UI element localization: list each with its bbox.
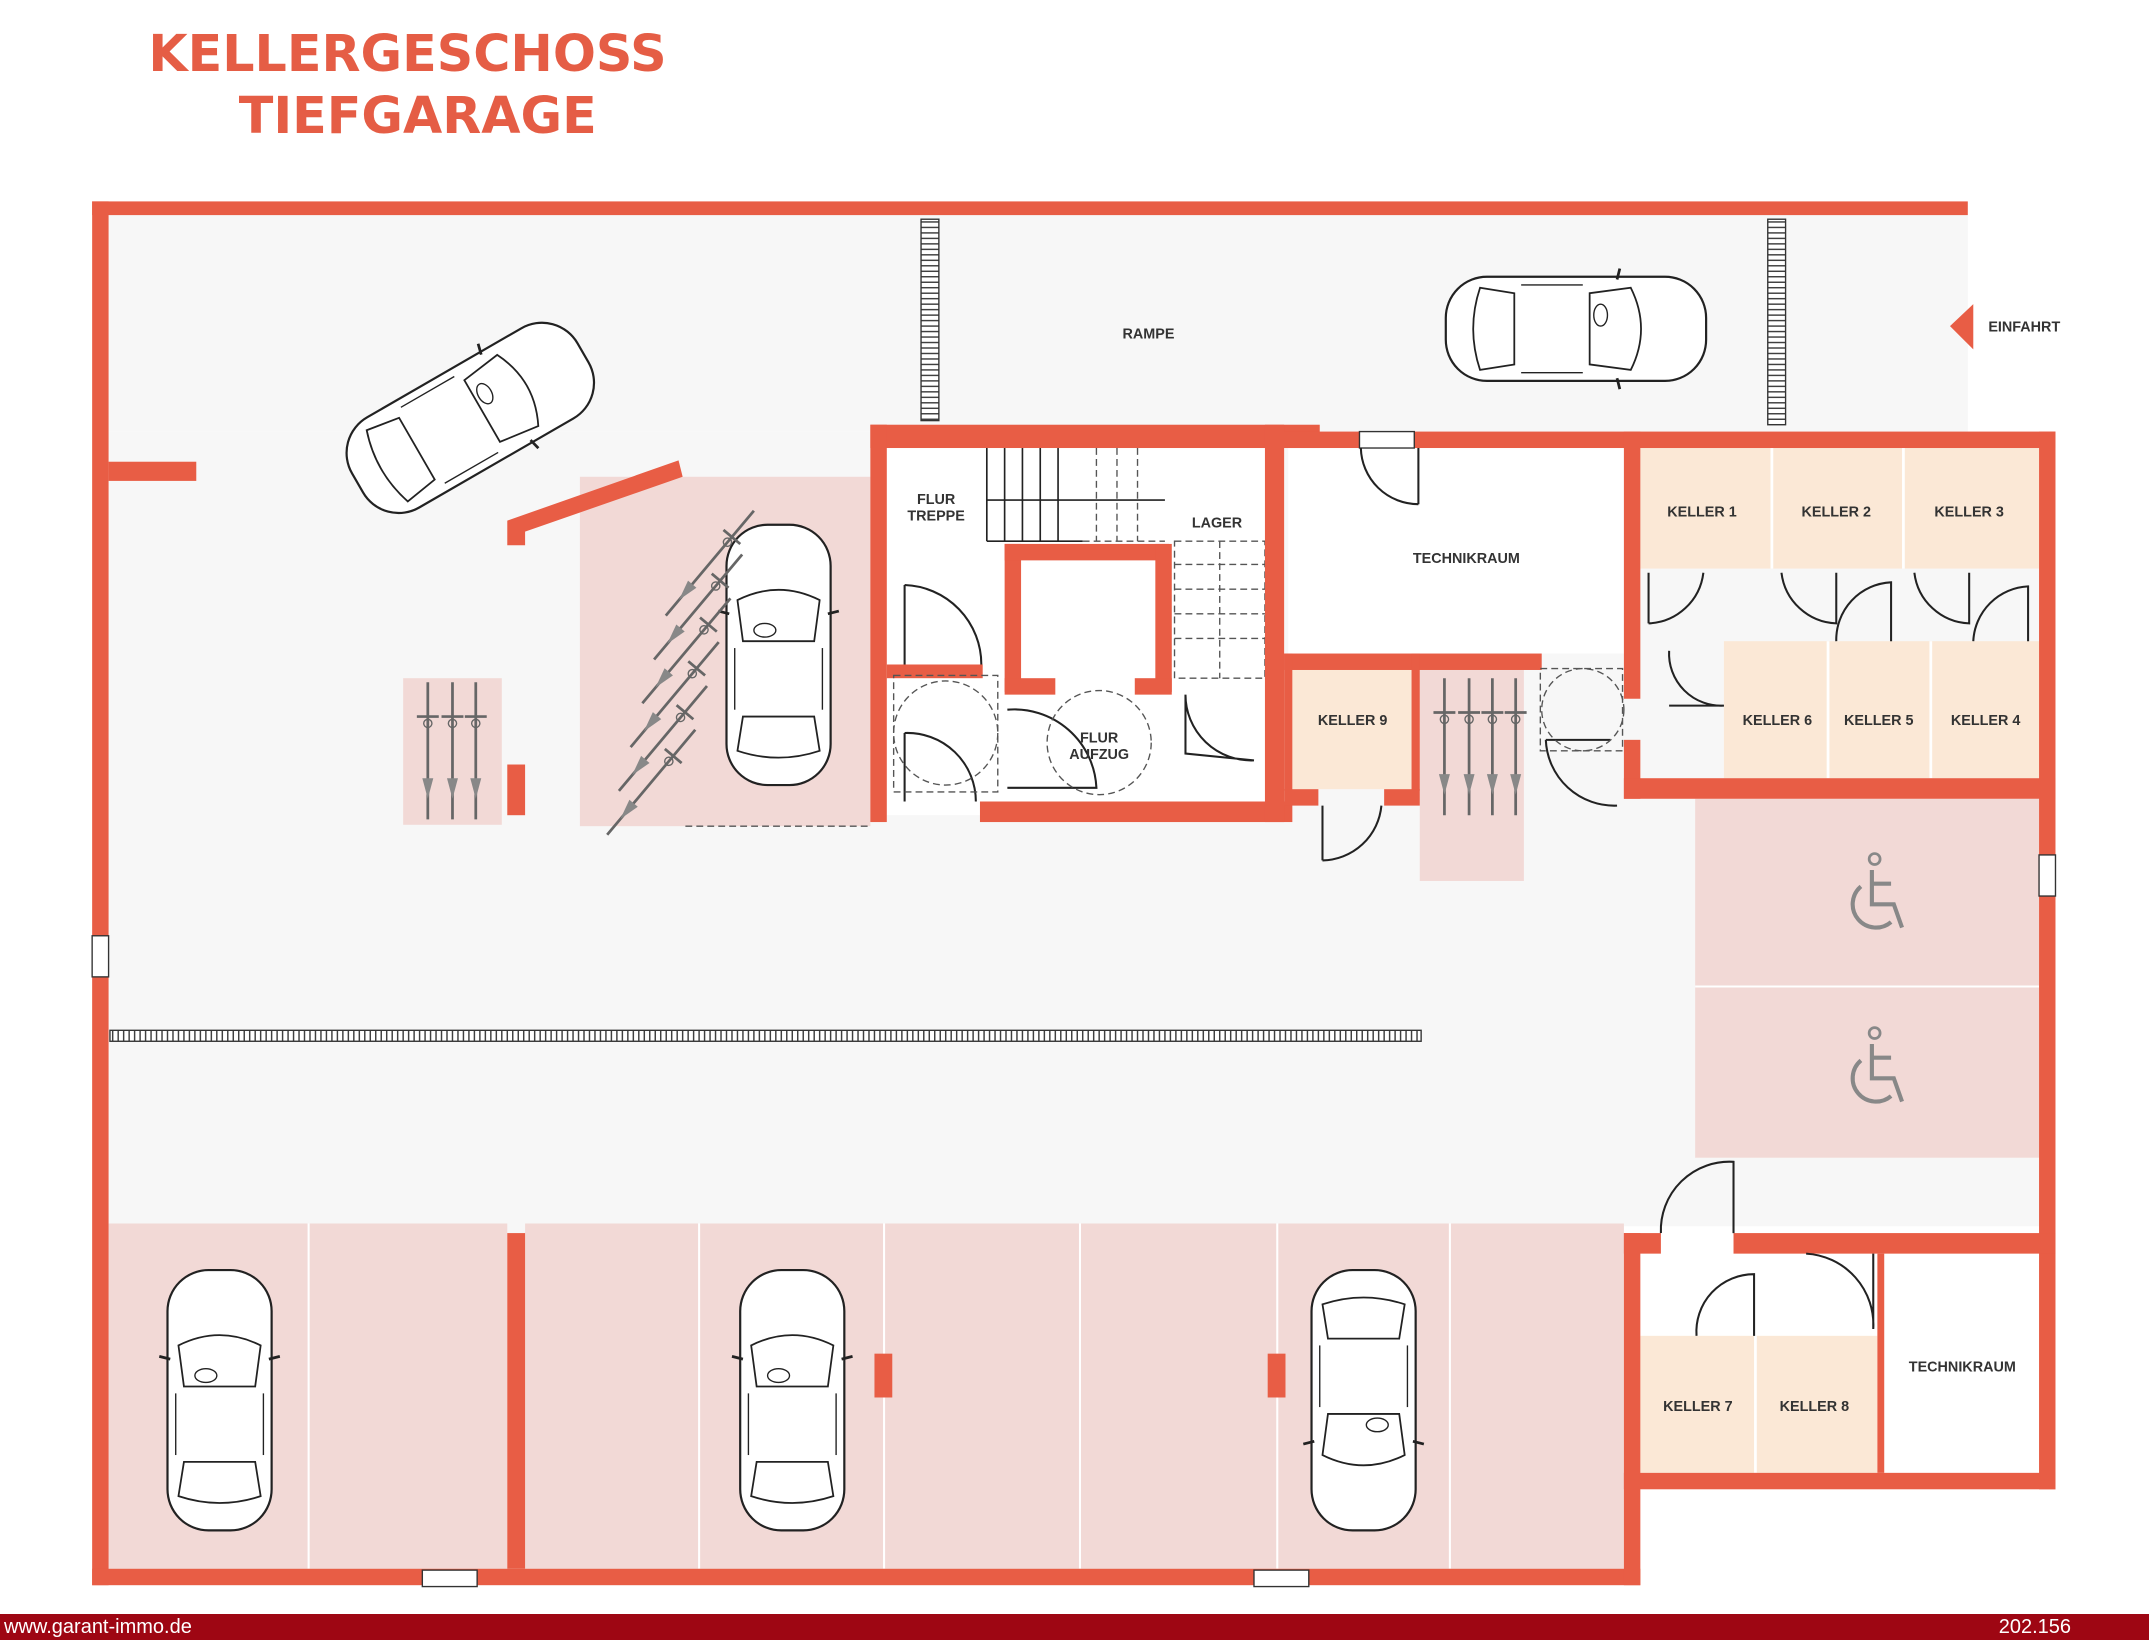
label-keller-6: KELLER 6 (1743, 713, 1813, 729)
label-keller-3: KELLER 3 (1934, 505, 2004, 521)
label-keller-9: KELLER 9 (1318, 713, 1388, 729)
window (2038, 854, 2057, 897)
window (1358, 430, 1415, 449)
label-keller-2: KELLER 2 (1802, 505, 1872, 521)
label-keller-8: KELLER 8 (1780, 1399, 1850, 1415)
accessible-parking-spaces (1695, 798, 2040, 1158)
ramp-wall (920, 218, 940, 422)
footer-bar: www.garant-immo.de 202.156 (0, 1614, 2149, 1640)
plan-title-line1: KELLERGESCHOSS (148, 24, 666, 83)
entry-arrow-icon (1949, 304, 1974, 350)
label-flur-treppe: TREPPE (907, 509, 965, 525)
plan-title-line2: TIEFGARAGE (239, 86, 597, 145)
label-keller-5: KELLER 5 (1844, 713, 1914, 729)
label-rampe: RAMPE (1123, 326, 1175, 342)
label-keller-4: KELLER 4 (1951, 713, 2021, 729)
parking-spaces-bottom (108, 1223, 1624, 1569)
label-keller-1: KELLER 1 (1667, 505, 1737, 521)
footer-website-link[interactable]: www.garant-immo.de (4, 1616, 192, 1638)
label-technikraum: TECHNIKRAUM (1909, 1359, 2016, 1375)
label-lager: LAGER (1192, 515, 1243, 531)
label-keller-7: KELLER 7 (1663, 1399, 1733, 1415)
window (1253, 1569, 1310, 1588)
stair-core (886, 448, 1282, 816)
turning-circles (685, 667, 1625, 827)
technikraum-top (1288, 448, 1624, 654)
footer-code: 202.156 (1998, 1616, 2071, 1638)
label-einfahrt: EINFAHRT (1988, 320, 2060, 336)
window (421, 1569, 478, 1588)
storage-rooms (1292, 448, 2040, 1473)
label-flur-aufzug: FLUR (1080, 731, 1119, 747)
technikraum-bottom (1877, 1253, 2040, 1473)
column-line (109, 1029, 1422, 1042)
label-flur-treppe: FLUR (917, 492, 956, 508)
window (91, 935, 110, 978)
ramp-wall (1767, 218, 1787, 426)
walls (92, 201, 2056, 1586)
label-flur-aufzug: AUFZUG (1069, 747, 1129, 763)
door-icon (903, 447, 2030, 1336)
label-technikraum: TECHNIKRAUM (1413, 551, 1520, 567)
